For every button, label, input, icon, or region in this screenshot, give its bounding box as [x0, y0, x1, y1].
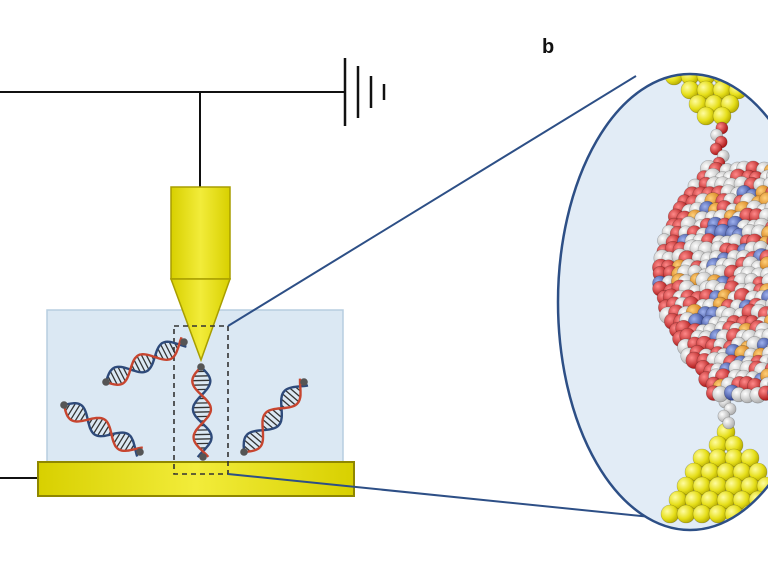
- magnified-junction: [558, 41, 768, 530]
- panel-label-b: b: [542, 36, 554, 59]
- substrate-electrode: [38, 462, 354, 496]
- ground-symbol-icon: [345, 58, 384, 126]
- tip-holder: [171, 187, 230, 279]
